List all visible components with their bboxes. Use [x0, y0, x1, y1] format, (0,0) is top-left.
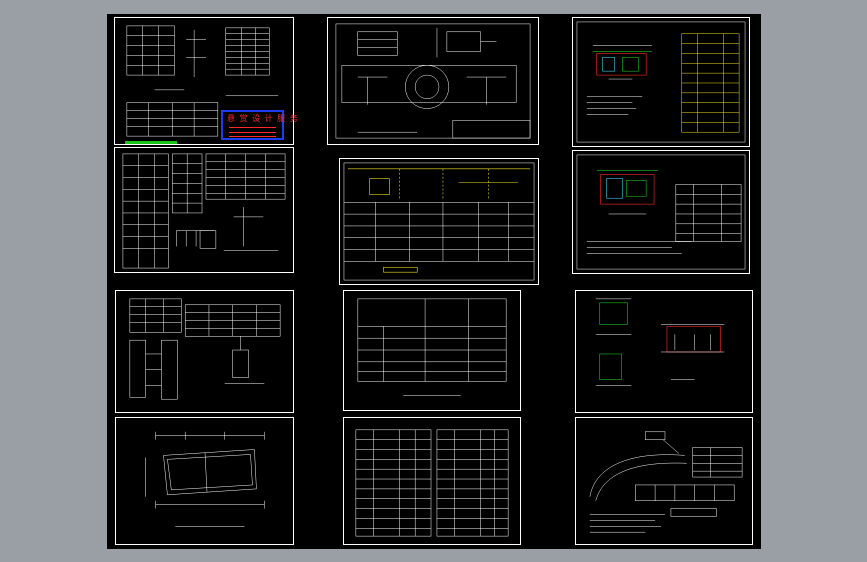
sheet-a4-linework — [145, 431, 265, 527]
drawing-sheet-c4[interactable] — [575, 417, 753, 545]
cad-model-space[interactable] — [107, 14, 761, 549]
drawing-sheet-c1[interactable] — [572, 17, 750, 147]
drawing-sheet-c2[interactable] — [572, 150, 750, 274]
sheet-b4-linework — [355, 429, 509, 537]
sheet-b1-linework — [335, 23, 531, 139]
drawing-sheet-a1[interactable] — [114, 17, 294, 145]
stamp-text: 悬 赏 设 计 服 务 — [227, 114, 299, 123]
sheet-c2-linework — [576, 154, 746, 270]
sheet-c3-linework — [595, 298, 725, 386]
sheet-b3-linework — [357, 298, 507, 396]
watermark-stamp: 悬 赏 设 计 服 务 — [221, 110, 298, 140]
sheet-a2-linework — [122, 153, 286, 269]
sheet-c1-linework — [576, 21, 746, 143]
drawing-sheet-a4[interactable] — [115, 417, 294, 545]
drawing-sheet-c3[interactable] — [575, 290, 753, 413]
drawing-sheet-b2[interactable] — [339, 158, 539, 285]
sheet-a3-linework — [129, 298, 281, 400]
sheet-a1-linework — [126, 25, 279, 137]
drawing-sheet-a2[interactable] — [114, 147, 294, 273]
drawing-sheet-a3[interactable] — [115, 290, 294, 413]
drawing-sheet-b3[interactable] — [343, 290, 521, 411]
sheet-b2-linework — [343, 162, 535, 281]
green-marker-line — [125, 141, 177, 144]
drawing-sheet-b1[interactable] — [327, 17, 539, 145]
drawing-sheet-b4[interactable] — [343, 417, 521, 545]
sheet-c4-linework — [589, 431, 743, 533]
